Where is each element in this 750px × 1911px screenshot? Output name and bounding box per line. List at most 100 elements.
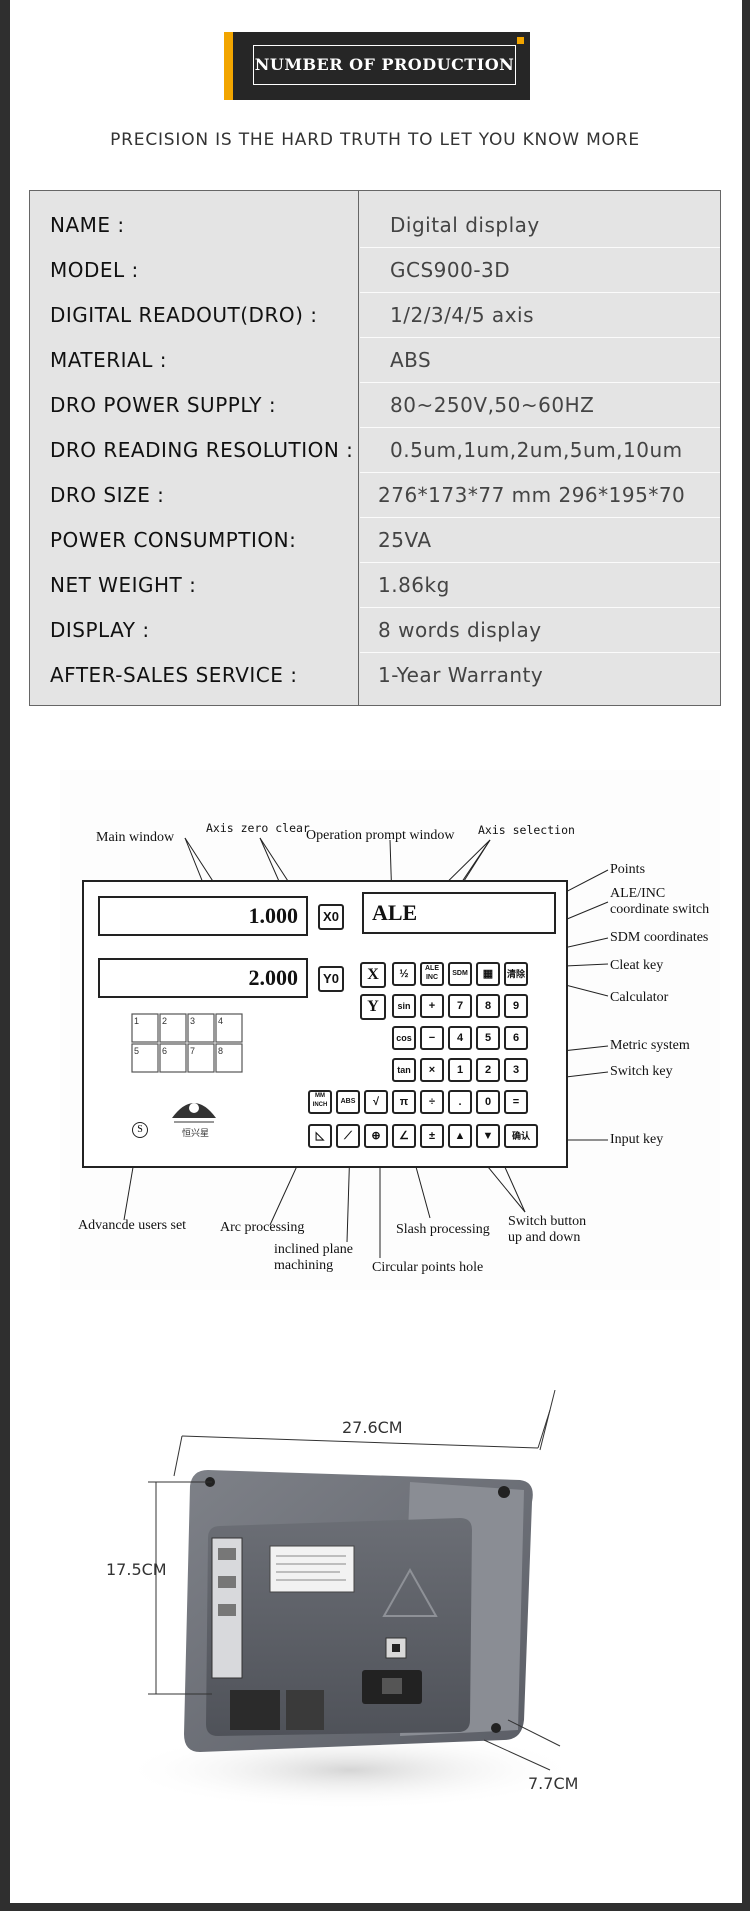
spec-value: Digital display xyxy=(390,213,540,237)
key-plus[interactable]: + xyxy=(420,994,444,1018)
key-circle[interactable]: ⊕ xyxy=(364,1124,388,1148)
key-abs[interactable]: ABS xyxy=(336,1090,360,1114)
key-7[interactable]: 7 xyxy=(448,994,472,1018)
label-advanced-users: Advancde users set xyxy=(78,1218,187,1233)
spec-row: MODEL :GCS900-3D xyxy=(30,248,720,293)
key-down[interactable]: ▼ xyxy=(476,1124,500,1148)
label-circular-points: Circular points hole xyxy=(372,1260,484,1275)
key-dot[interactable]: . xyxy=(448,1090,472,1114)
svg-text:6: 6 xyxy=(162,1046,167,1056)
key-up[interactable]: ▲ xyxy=(448,1124,472,1148)
spec-row: DISPLAY :8 words display xyxy=(30,608,720,653)
key-2[interactable]: 2 xyxy=(476,1058,500,1082)
label-inclined-1: inclined plane xyxy=(274,1242,353,1257)
svg-text:5: 5 xyxy=(134,1046,139,1056)
key-ale-inc[interactable]: ALE INC xyxy=(420,962,444,986)
key-arc[interactable]: ◺ xyxy=(308,1124,332,1148)
key-plus-minus[interactable]: ± xyxy=(420,1124,444,1148)
key-equals[interactable]: = xyxy=(504,1090,528,1114)
key-calculator[interactable]: ▦ xyxy=(476,962,500,986)
svg-text:4: 4 xyxy=(218,1016,223,1026)
svg-text:2: 2 xyxy=(162,1016,167,1026)
key-0[interactable]: 0 xyxy=(476,1090,500,1114)
key-cos[interactable]: cos xyxy=(392,1026,416,1050)
label-arc-processing: Arc processing xyxy=(220,1220,305,1235)
spec-column-divider xyxy=(358,191,359,705)
key-1[interactable]: 1 xyxy=(448,1058,472,1082)
axis-x-key[interactable]: X xyxy=(360,962,386,988)
spec-value: 276*173*77 mm 296*195*70 xyxy=(378,483,686,507)
svg-text:8: 8 xyxy=(218,1046,223,1056)
label-operation-prompt: Operation prompt window xyxy=(306,828,455,843)
left-frame-border xyxy=(0,0,10,1911)
spec-key: MATERIAL : xyxy=(50,348,167,372)
label-axis-zero-clear: Axis zero clear xyxy=(206,821,310,835)
spec-key: AFTER-SALES SERVICE : xyxy=(50,663,298,687)
spec-key: NAME : xyxy=(50,213,125,237)
prompt-window: ALE xyxy=(362,892,556,934)
spec-row-separator xyxy=(360,607,720,608)
header-badge: NUMBER OF PRODUCTION xyxy=(233,32,530,100)
spec-row-separator xyxy=(360,652,720,653)
height-dimension: 17.5CM xyxy=(106,1560,167,1579)
depth-dimension: 7.7CM xyxy=(528,1774,579,1793)
badge-title: NUMBER OF PRODUCTION xyxy=(253,45,516,85)
spec-value: GCS900-3D xyxy=(390,258,511,282)
y-axis-window: 2.000 xyxy=(98,958,308,998)
spec-row-separator xyxy=(360,472,720,473)
advanced-settings-button[interactable]: S xyxy=(132,1122,148,1138)
label-main-window: Main window xyxy=(96,830,175,845)
key-half[interactable]: ½ xyxy=(392,962,416,986)
spec-key: DIGITAL READOUT(DRO) : xyxy=(50,303,318,327)
key-enter[interactable]: 确认 xyxy=(504,1124,538,1148)
svg-text:7: 7 xyxy=(190,1046,195,1056)
spec-row: NET WEIGHT :1.86kg xyxy=(30,563,720,608)
spec-row-separator xyxy=(360,292,720,293)
key-sin[interactable]: sin xyxy=(392,994,416,1018)
key-mm-inch[interactable]: MM INCH xyxy=(308,1090,332,1114)
axis-y-key[interactable]: Y xyxy=(360,994,386,1020)
spec-row-separator xyxy=(360,517,720,518)
key-4[interactable]: 4 xyxy=(448,1026,472,1050)
key-root[interactable]: √ xyxy=(364,1090,388,1114)
spec-row: POWER CONSUMPTION:25VA xyxy=(30,518,720,563)
x-zero-key[interactable]: X0 xyxy=(318,904,344,930)
spec-value: ABS xyxy=(390,348,432,372)
label-axis-selection: Axis selection xyxy=(478,823,575,837)
key-5[interactable]: 5 xyxy=(476,1026,500,1050)
spec-key: DRO READING RESOLUTION : xyxy=(50,438,354,462)
key-6[interactable]: 6 xyxy=(504,1026,528,1050)
key-sdm[interactable]: SDM xyxy=(448,962,472,986)
label-switch-key: Switch key xyxy=(610,1064,673,1079)
spec-row: NAME : Digital display xyxy=(30,203,720,248)
spec-row: DRO READING RESOLUTION :0.5um,1um,2um,5u… xyxy=(30,428,720,473)
key-tan[interactable]: tan xyxy=(392,1058,416,1082)
key-3[interactable]: 3 xyxy=(504,1058,528,1082)
key-times[interactable]: × xyxy=(420,1058,444,1082)
label-sdm: SDM coordinates xyxy=(610,930,709,945)
spec-row: DRO SIZE :276*173*77 mm 296*195*70 xyxy=(30,473,720,518)
spec-value: 1.86kg xyxy=(378,573,450,597)
key-pi[interactable]: π xyxy=(392,1090,416,1114)
label-ale-inc-1: ALE/INC xyxy=(610,886,666,901)
tagline: PRECISION IS THE HARD TRUTH TO LET YOU K… xyxy=(110,130,640,150)
spec-row-separator xyxy=(360,382,720,383)
key-9[interactable]: 9 xyxy=(504,994,528,1018)
label-cleat-key: Cleat key xyxy=(610,958,664,973)
label-switch-button-1: Switch button xyxy=(508,1214,587,1229)
badge-accent-dot xyxy=(517,37,524,44)
key-inclined[interactable]: ⟋ xyxy=(336,1124,360,1148)
key-8[interactable]: 8 xyxy=(476,994,500,1018)
key-clear[interactable]: 清除 xyxy=(504,962,528,986)
label-inclined-2: machining xyxy=(274,1258,334,1273)
label-calculator: Calculator xyxy=(610,990,669,1005)
label-metric: Metric system xyxy=(610,1038,690,1053)
key-minus[interactable]: − xyxy=(420,1026,444,1050)
spec-row-separator xyxy=(360,337,720,338)
y-zero-key[interactable]: Y0 xyxy=(318,966,344,992)
spec-row: MATERIAL : ABS xyxy=(30,338,720,383)
key-slash[interactable]: ∠ xyxy=(392,1124,416,1148)
spec-value: 8 words display xyxy=(378,618,542,642)
key-divide[interactable]: ÷ xyxy=(420,1090,444,1114)
